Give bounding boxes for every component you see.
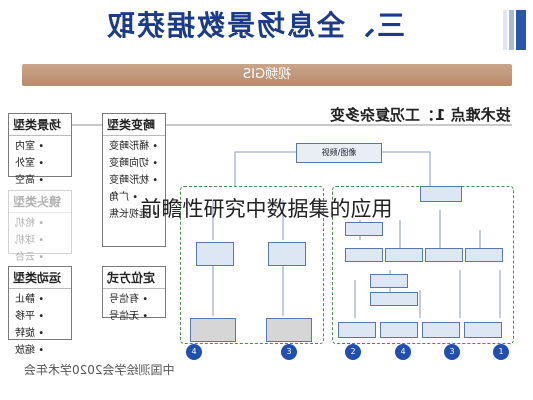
top-node: 视频/图像 — [296, 143, 382, 163]
scene-image — [266, 318, 312, 342]
step-circle: 2 — [345, 344, 361, 360]
step-circle: 3 — [281, 344, 297, 360]
overlay-caption: 前瞻性研究中数据集的应用 — [140, 197, 393, 221]
left-frame — [180, 186, 324, 344]
process-node — [370, 274, 408, 288]
distortion-type-box: 畸变类型 • 桶形畸变 • 切向畸变 • 枕形畸变 • 广角 • 远视长焦 — [102, 113, 166, 247]
position-type-box: 定位方式 • 有信号 • 无信号 — [102, 266, 166, 322]
footer-text: 中国测绘学会2020学术年会 — [24, 363, 175, 377]
process-node — [422, 322, 460, 338]
header-decoration — [503, 10, 527, 50]
lens-type-box: 镜头类型 • 枪机 • 球机 • 云台 — [8, 190, 72, 263]
process-node — [338, 322, 376, 338]
process-node — [370, 292, 418, 306]
process-node — [345, 222, 383, 236]
divider — [22, 124, 512, 126]
step-circle: 4 — [395, 344, 411, 360]
process-node — [425, 248, 463, 262]
process-node — [345, 248, 383, 262]
step-circle: 3 — [444, 344, 460, 360]
process-node — [385, 248, 423, 262]
camera-node — [196, 242, 234, 266]
step-circle: 4 — [186, 344, 202, 360]
motion-type-box: 运动类型 • 静止 • 平移 • 旋转 • 缩放 — [8, 266, 72, 356]
section-banner: 视频GIS — [22, 64, 512, 86]
process-node — [465, 248, 503, 262]
camera-node — [268, 242, 306, 266]
top-node-label: 视频/图像 — [321, 148, 357, 157]
process-node — [464, 322, 502, 338]
process-node — [380, 322, 418, 338]
scene-image — [190, 318, 236, 342]
scene-type-box: 场景类型 • 室内 • 室外 • 高空 — [8, 113, 72, 186]
process-node — [420, 186, 462, 202]
step-circle: 1 — [493, 344, 509, 360]
